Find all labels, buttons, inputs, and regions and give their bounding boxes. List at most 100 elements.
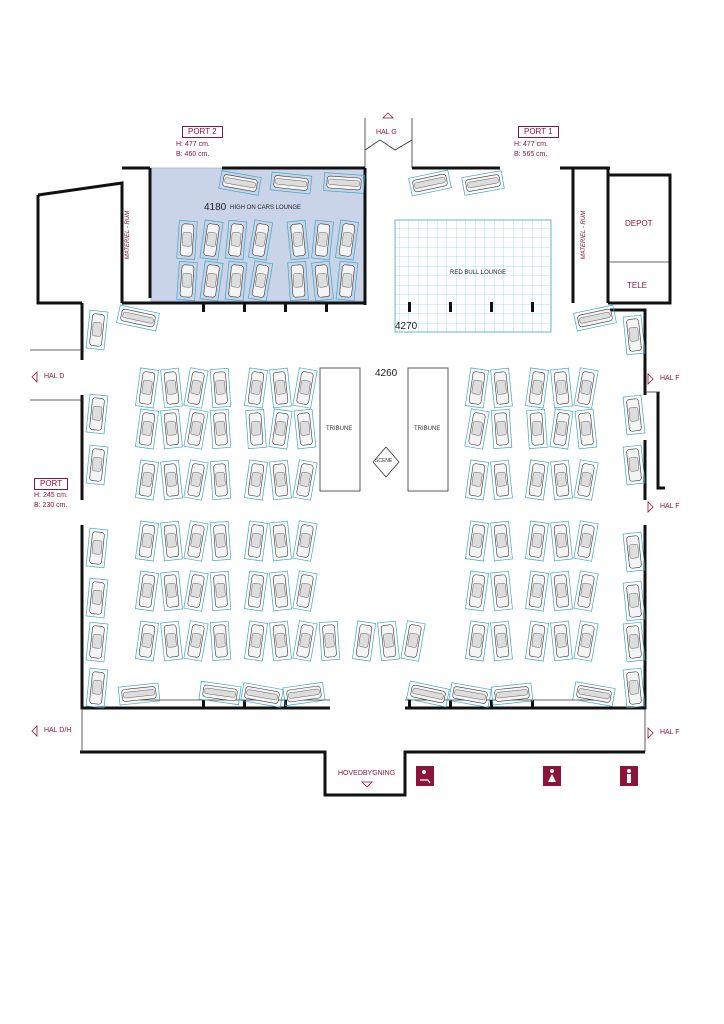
car-slot xyxy=(465,367,489,409)
car-slot xyxy=(464,408,490,450)
car-slot xyxy=(549,408,574,450)
car-slot xyxy=(269,620,292,662)
car-slot xyxy=(490,520,513,562)
car-slot xyxy=(461,170,505,196)
car-slot xyxy=(85,309,109,351)
car-slot xyxy=(490,409,513,449)
car-slot xyxy=(209,409,232,449)
female-toilet-icon xyxy=(543,766,561,786)
car-slot xyxy=(406,680,450,708)
car-slot xyxy=(525,570,549,612)
car-slot xyxy=(85,577,109,619)
car-slot xyxy=(209,521,232,561)
car-slot xyxy=(117,682,161,706)
port-1-width: B: 565 cm. xyxy=(514,151,548,158)
hal-f-label-1: HAL F xyxy=(660,375,680,382)
car-slot xyxy=(622,580,646,622)
car-slot xyxy=(135,570,159,612)
car-slot xyxy=(550,367,573,409)
car-slot xyxy=(183,367,209,409)
port-1-height: H: 477 cm. xyxy=(514,141,548,148)
hall-4260-number: 4260 xyxy=(375,368,398,379)
car-slot xyxy=(465,570,489,612)
car-slot xyxy=(85,667,109,709)
car-slot xyxy=(209,571,232,611)
car-slot xyxy=(465,459,489,501)
accessible-toilet-icon xyxy=(416,766,434,786)
parking-layout xyxy=(85,169,646,709)
port-height: H: 245 cm. xyxy=(34,492,68,499)
car-slot xyxy=(293,408,317,450)
materiel-rum-right: MATERIEL - RUM xyxy=(581,210,588,260)
car-slot xyxy=(318,621,341,661)
car-slot xyxy=(269,367,292,409)
car-slot xyxy=(490,459,513,501)
car-slot xyxy=(268,408,293,450)
car-slot xyxy=(85,393,109,435)
red-bull-lounge-label: RED BULL LOUNGE xyxy=(450,270,507,276)
car-slot xyxy=(292,367,318,409)
car-slot xyxy=(311,260,334,302)
car-slot xyxy=(622,394,646,436)
car-slot xyxy=(244,459,268,501)
car-slot xyxy=(622,621,646,663)
car-slot xyxy=(269,520,292,562)
car-slot xyxy=(135,367,159,409)
tribune-right-label: TRIBUNE xyxy=(414,426,441,432)
car-slot xyxy=(525,620,549,662)
car-slot xyxy=(85,621,109,663)
car-slot xyxy=(525,459,549,501)
car-slot xyxy=(573,367,599,409)
car-slot xyxy=(160,459,183,501)
hal-dh-label: HAL D/H xyxy=(44,727,72,734)
red-bull-lounge-grid xyxy=(394,219,552,333)
port-1-label: PORT 1 xyxy=(518,126,559,138)
car-slot xyxy=(183,459,209,501)
car-slot xyxy=(85,527,109,569)
car-slot xyxy=(183,620,209,662)
hal-g-label: HAL G xyxy=(376,129,397,136)
tribune-left-label: TRIBUNE xyxy=(326,426,353,432)
car-slot xyxy=(245,409,267,449)
car-slot xyxy=(525,520,549,562)
car-slot xyxy=(323,172,365,194)
car-slot xyxy=(135,459,159,501)
car-slot xyxy=(408,169,452,197)
car-slot xyxy=(573,520,599,562)
car-slot xyxy=(160,367,183,409)
hal-f-label-3: HAL F xyxy=(660,729,680,736)
scene-label: SCENE xyxy=(375,458,393,464)
car-slot xyxy=(573,570,599,612)
depot-label: DEPOT xyxy=(625,219,653,228)
car-slot xyxy=(116,304,160,332)
car-slot xyxy=(247,260,274,302)
car-slot xyxy=(183,408,209,450)
car-slot xyxy=(573,459,599,501)
car-slot xyxy=(287,261,309,301)
car-slot xyxy=(160,570,183,612)
car-slot xyxy=(160,520,183,562)
car-slot xyxy=(525,367,549,409)
car-slot xyxy=(448,682,492,708)
car-slot xyxy=(244,367,268,409)
car-slot xyxy=(286,219,310,261)
car-slot xyxy=(244,520,268,562)
materiel-rum-left: MATERIEL - RUM xyxy=(125,210,132,260)
car-slot xyxy=(269,459,292,501)
car-slot xyxy=(574,408,598,450)
car-slot xyxy=(247,219,274,261)
car-slot xyxy=(352,620,376,662)
car-slot xyxy=(135,620,159,662)
car-slot xyxy=(244,570,268,612)
car-slot xyxy=(292,459,318,501)
car-slot xyxy=(335,219,359,261)
car-slot xyxy=(622,531,646,573)
car-slot xyxy=(85,444,109,486)
car-slot xyxy=(377,620,400,662)
car-slot xyxy=(198,680,242,706)
car-slot xyxy=(199,219,224,261)
car-slot xyxy=(209,460,232,500)
car-slot xyxy=(176,220,198,260)
tele-label: TELE xyxy=(627,281,648,290)
car-slot xyxy=(160,408,183,450)
